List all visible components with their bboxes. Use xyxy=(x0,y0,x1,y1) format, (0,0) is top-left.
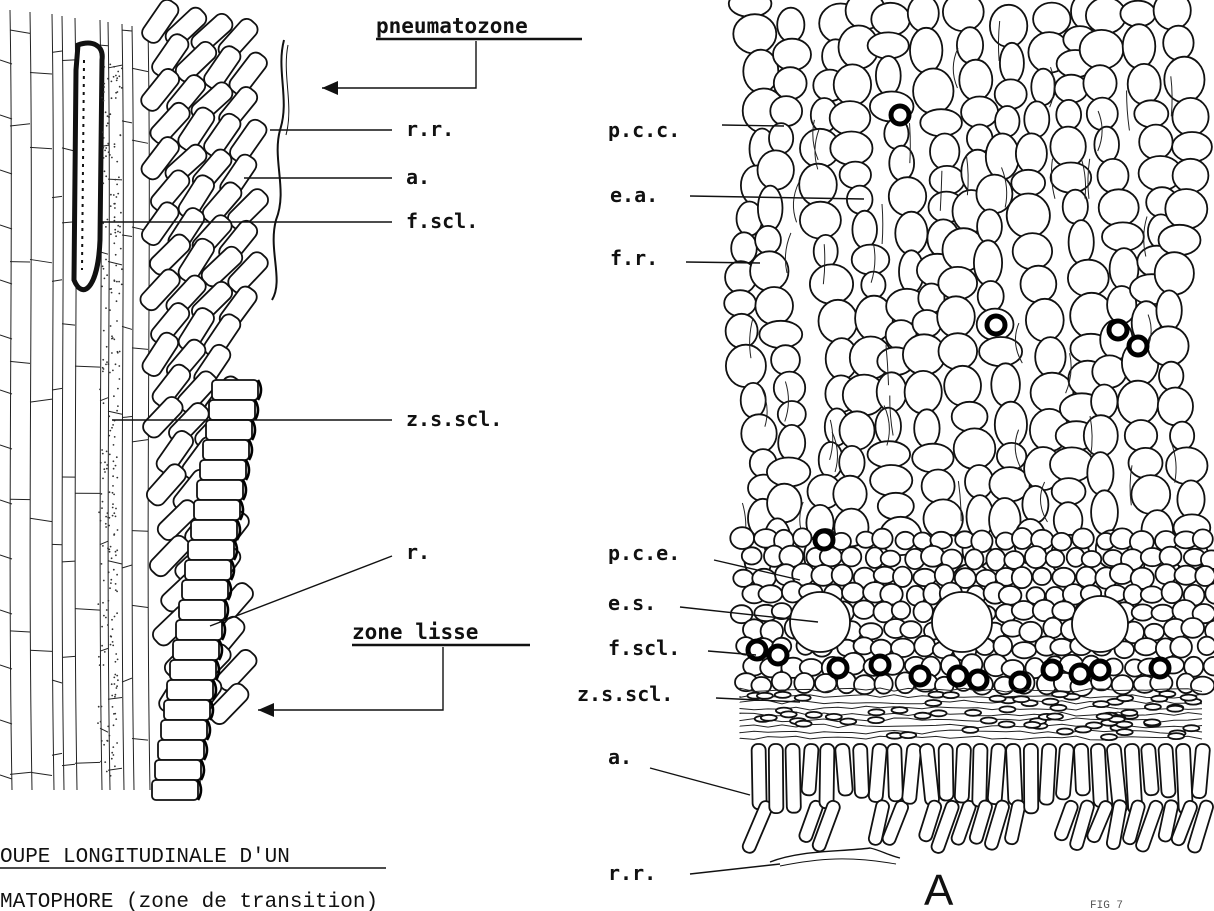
caption-line-2: MATOPHORE (zone de transition) xyxy=(0,891,378,911)
zone-label-pneumatozone: pneumatozone xyxy=(376,14,528,38)
zone-label-zone-lisse: zone lisse xyxy=(352,620,478,644)
left-label-zsscl: z.s.scl. xyxy=(406,407,502,431)
longitudinal-section-drawing xyxy=(0,0,289,800)
right-label-zsscl: z.s.scl. xyxy=(577,682,673,706)
right-label-ea: e.a. xyxy=(610,183,658,207)
right-label-es: e.s. xyxy=(608,591,656,615)
transverse-section-drawing xyxy=(724,0,1214,866)
right-label-fscl: f.scl. xyxy=(608,636,680,660)
right-label-pce: p.c.e. xyxy=(608,541,680,565)
right-label-a: a. xyxy=(608,745,632,769)
caption-line-1: OUPE LONGITUDINALE D'UN xyxy=(0,846,290,869)
panel-letter: A xyxy=(924,866,954,911)
right-label-fr: f.r. xyxy=(610,246,658,270)
left-label-fscl: f.scl. xyxy=(406,209,478,233)
left-label-r: r. xyxy=(406,540,430,564)
left-label-rr: r.r. xyxy=(406,117,454,141)
corner-mark: FIG 7 xyxy=(1090,900,1123,911)
left-label-a: a. xyxy=(406,165,430,189)
right-label-pcc: p.c.c. xyxy=(608,118,680,142)
right-label-rr: r.r. xyxy=(608,861,656,885)
